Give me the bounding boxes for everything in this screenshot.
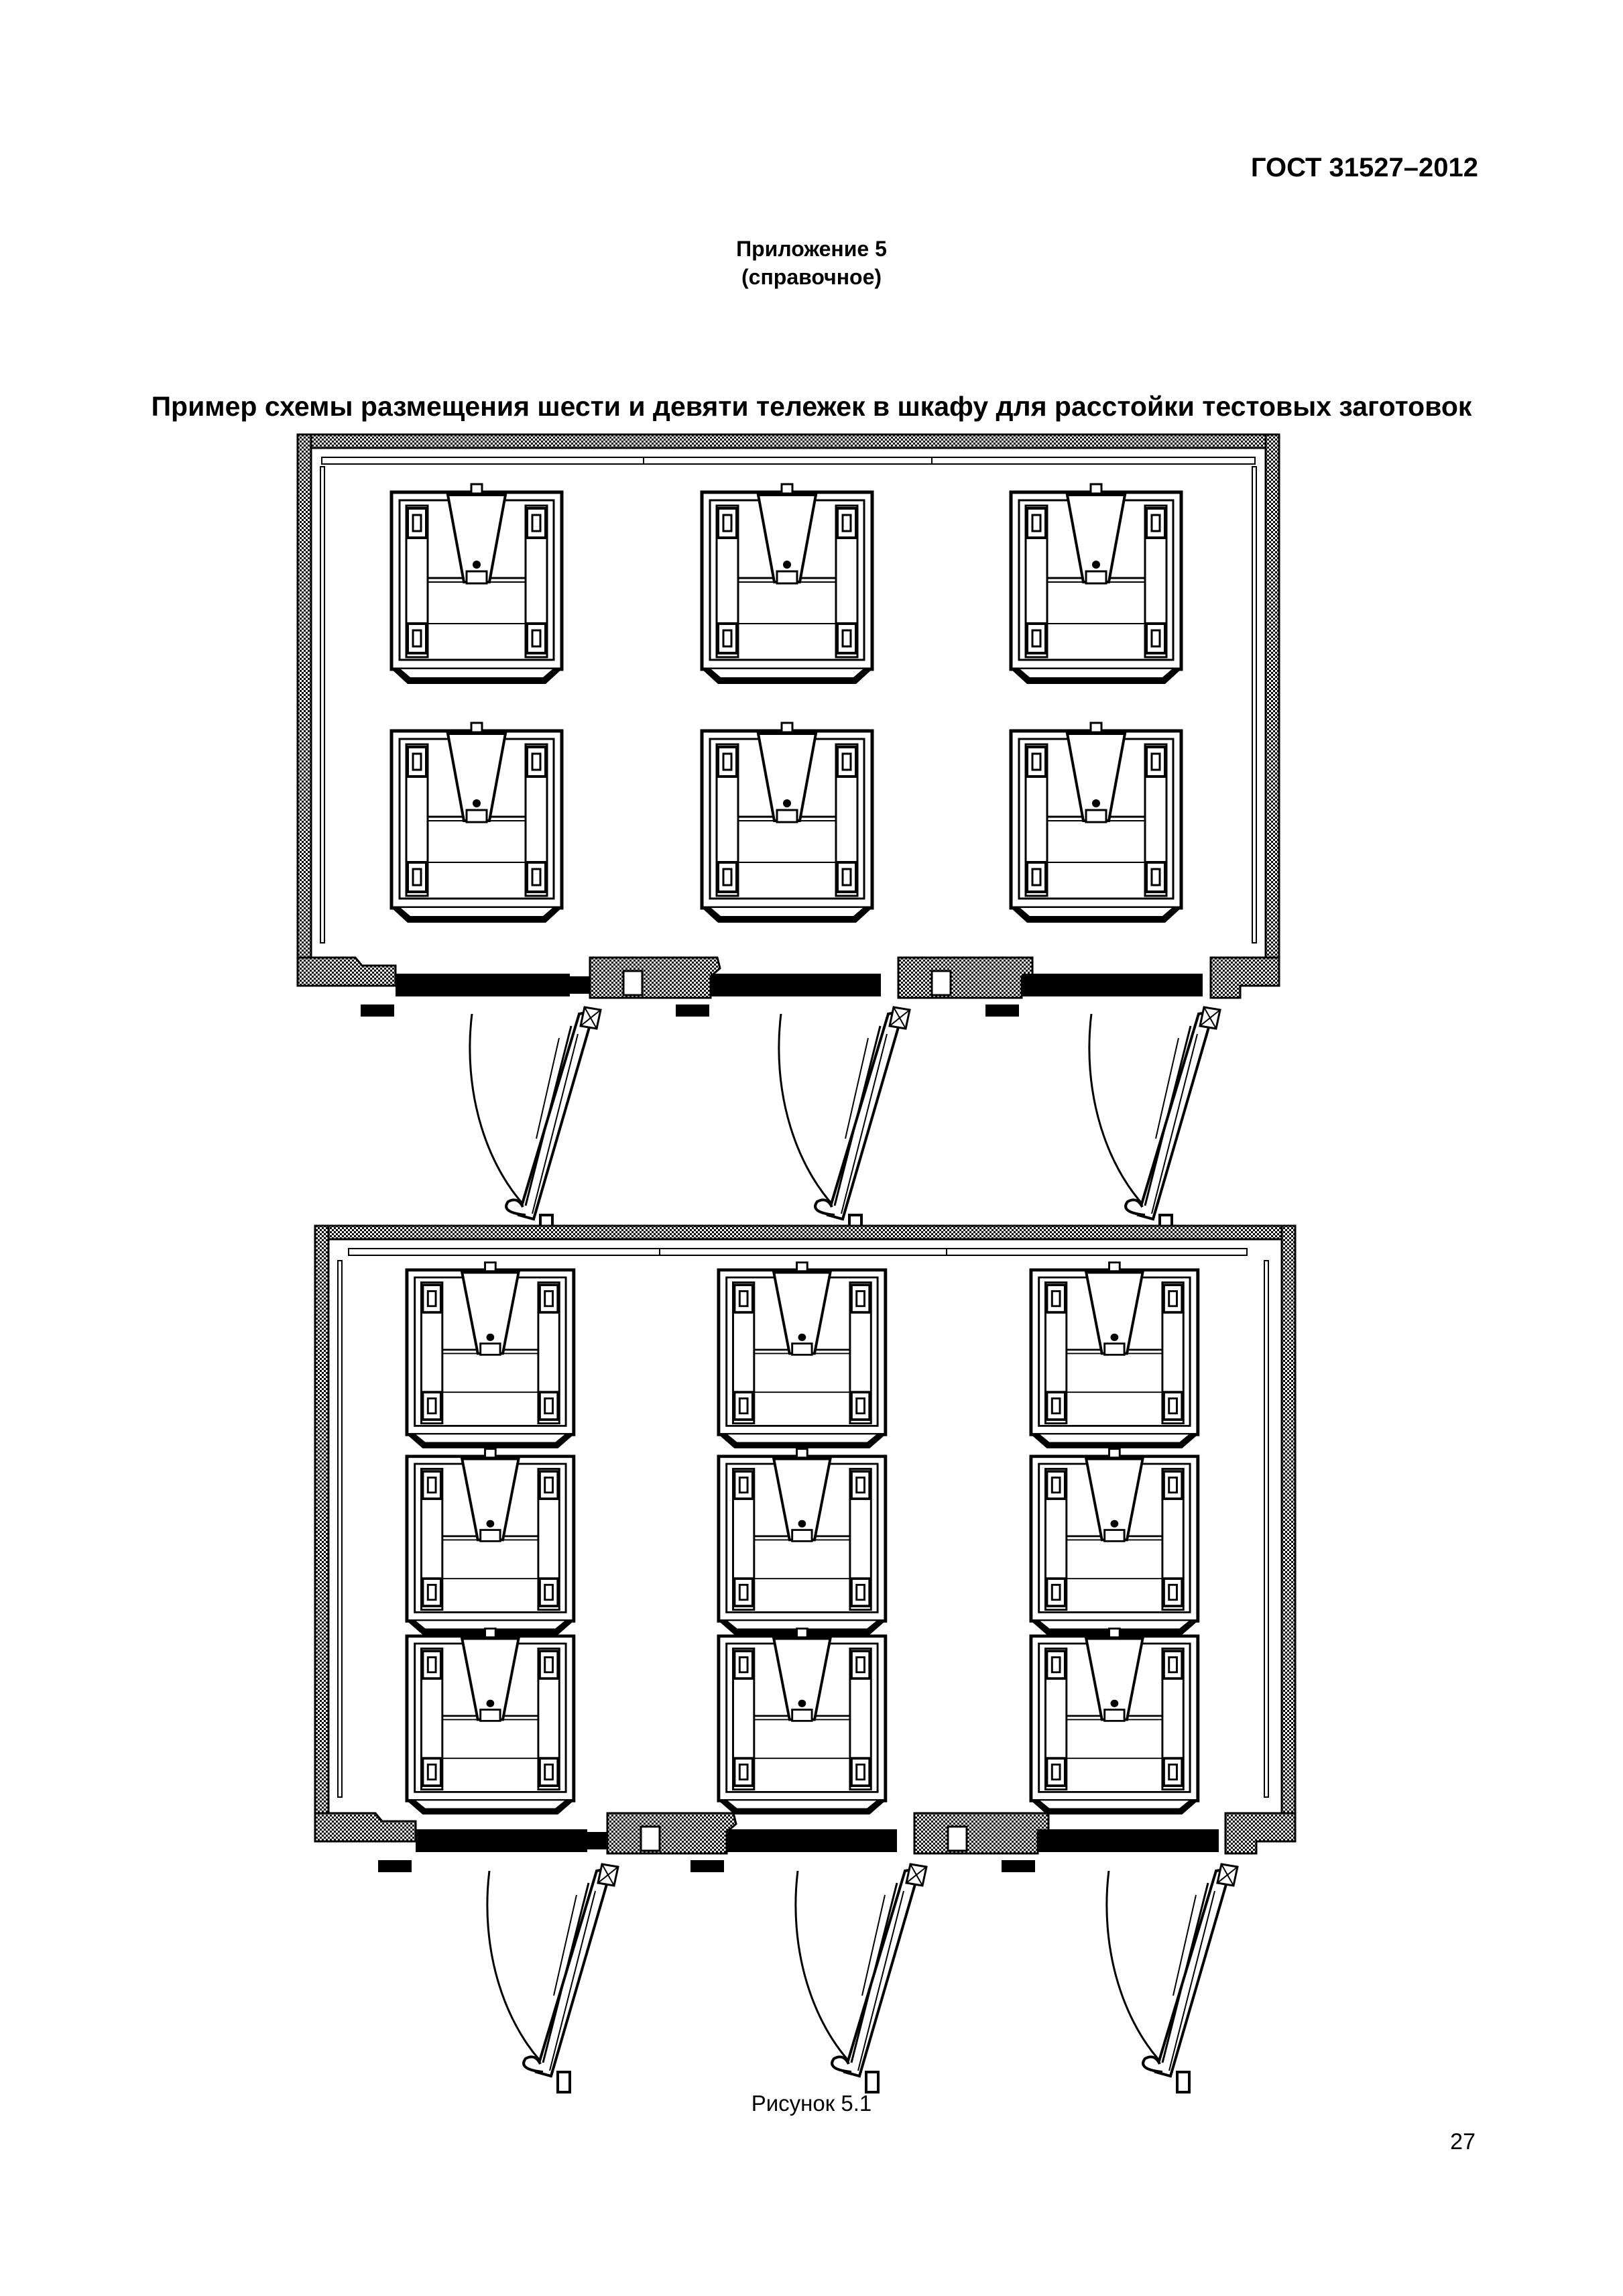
- page-number: 27: [1450, 2129, 1476, 2155]
- figure-title: Пример схемы размещения шести и девяти т…: [151, 391, 1472, 422]
- appendix-type: (справочное): [741, 265, 882, 289]
- standard-number: ГОСТ 31527–2012: [1250, 153, 1478, 182]
- figure-caption: Рисунок 5.1: [751, 2091, 872, 2116]
- plan-nine-trolleys: [314, 1224, 1297, 2093]
- appendix-label: Приложение 5: [736, 237, 887, 261]
- plan-six-trolleys: [296, 433, 1280, 1237]
